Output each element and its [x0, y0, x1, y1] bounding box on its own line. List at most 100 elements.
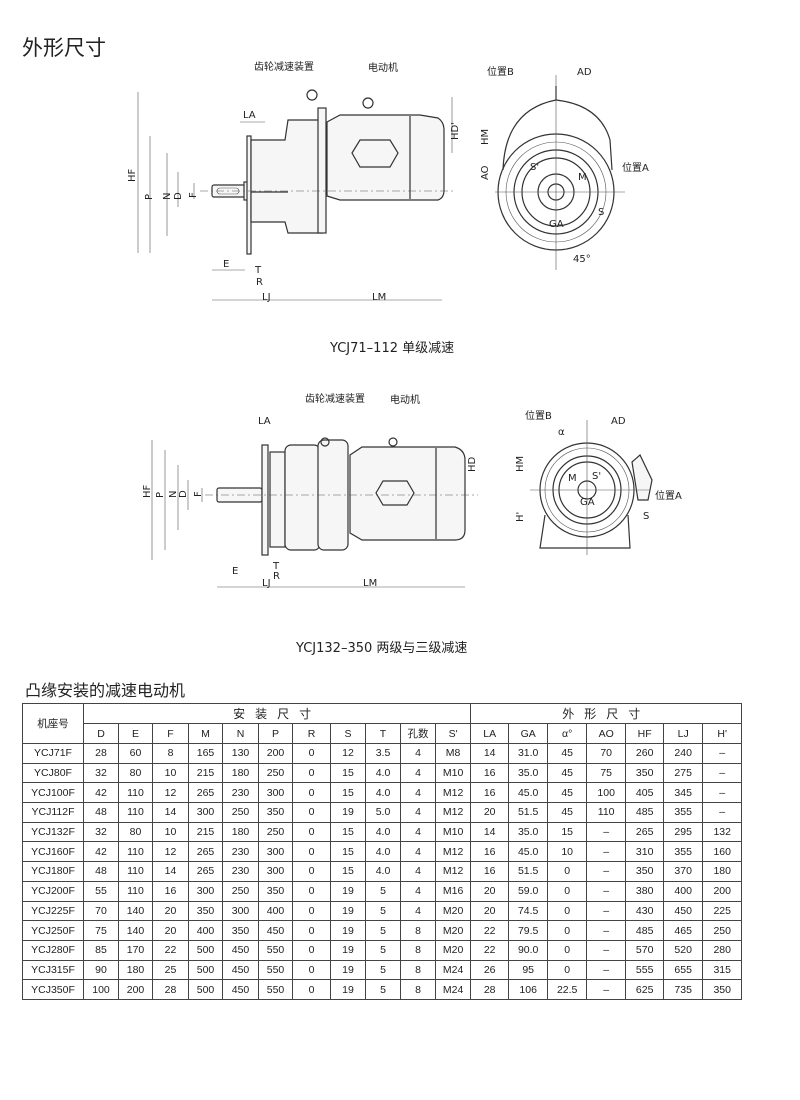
value-cell: 180 — [222, 821, 259, 843]
dim-M-2: M — [568, 473, 577, 484]
value-cell: 28 — [152, 979, 189, 1000]
column-header: T — [365, 723, 401, 744]
value-cell: 200 — [702, 880, 743, 902]
column-header: F — [152, 723, 189, 744]
frame-cell: YCJ250F — [22, 920, 84, 941]
dim-S: S — [598, 207, 604, 218]
dim-HF-2: HF — [142, 484, 153, 498]
value-cell: 8 — [400, 920, 436, 941]
value-cell: 8 — [400, 979, 436, 1000]
value-cell: M24 — [434, 979, 472, 1000]
pos-b-label-2: 位置B — [525, 409, 552, 422]
value-cell: 300 — [188, 880, 223, 902]
value-cell: 4 — [400, 802, 436, 823]
value-cell: 28 — [83, 743, 119, 764]
value-cell: 450 — [663, 900, 704, 922]
value-cell: 300 — [258, 841, 293, 863]
value-cell: 0 — [292, 900, 331, 922]
value-cell: 12 — [330, 743, 366, 764]
value-cell: 22 — [470, 939, 510, 961]
value-cell: 106 — [508, 979, 549, 1000]
dim-HD: HD' — [450, 122, 461, 140]
dim-H-prime: H' — [515, 512, 526, 522]
value-cell: 8 — [400, 959, 436, 981]
value-cell: 265 — [188, 782, 223, 804]
value-cell: 16 — [470, 762, 510, 784]
value-cell: 42 — [83, 782, 119, 804]
value-cell: – — [586, 900, 627, 922]
value-cell: – — [586, 821, 627, 843]
column-header: GA — [508, 723, 549, 744]
value-cell: 90.0 — [508, 939, 549, 961]
value-cell: 55 — [83, 880, 119, 902]
dim-F: F — [188, 192, 199, 198]
value-cell: 625 — [625, 979, 665, 1000]
value-cell: 500 — [188, 979, 223, 1000]
value-cell: 20 — [470, 802, 510, 823]
value-cell: 79.5 — [508, 920, 549, 941]
value-cell: 5 — [365, 880, 401, 902]
value-cell: 0 — [292, 880, 331, 902]
value-cell: 4 — [400, 782, 436, 804]
value-cell: 75 — [586, 762, 627, 784]
value-cell: – — [586, 841, 627, 863]
angle-45: 45° — [573, 254, 591, 265]
install-dimensions-header: 安装尺寸 — [82, 703, 472, 724]
value-cell: 100 — [586, 782, 627, 804]
value-cell: 0 — [547, 900, 588, 922]
value-cell: 350 — [625, 762, 665, 784]
value-cell: 19 — [330, 959, 366, 981]
drawing2-side-view — [151, 437, 478, 588]
dim-M: M — [578, 172, 587, 183]
value-cell: 4.0 — [365, 782, 401, 804]
value-cell: 0 — [547, 861, 588, 882]
value-cell: 265 — [188, 841, 223, 863]
drawing1-side-view — [137, 89, 455, 301]
value-cell: 165 — [188, 743, 223, 764]
value-cell: 230 — [222, 841, 259, 863]
value-cell: 180 — [702, 861, 743, 882]
value-cell: 350 — [222, 920, 259, 941]
value-cell: 80 — [118, 762, 153, 784]
value-cell: 10 — [547, 841, 588, 863]
value-cell: – — [586, 861, 627, 882]
value-cell: 250 — [258, 821, 293, 843]
value-cell: M20 — [434, 939, 472, 961]
value-cell: 300 — [222, 900, 259, 922]
value-cell: 4.0 — [365, 841, 401, 863]
column-header: AO — [586, 723, 627, 744]
value-cell: M12 — [434, 861, 472, 882]
value-cell: 90 — [83, 959, 119, 981]
frame-cell: YCJ280F — [22, 939, 84, 961]
frame-cell: YCJ200F — [22, 880, 84, 902]
value-cell: 20 — [470, 900, 510, 922]
value-cell: 14 — [470, 821, 510, 843]
value-cell: 35.0 — [508, 821, 549, 843]
column-header: N — [222, 723, 259, 744]
value-cell: 4 — [400, 743, 436, 764]
value-cell: 0 — [292, 743, 331, 764]
value-cell: – — [586, 920, 627, 941]
value-cell: 22 — [152, 939, 189, 961]
value-cell: 5 — [365, 959, 401, 981]
value-cell: 355 — [663, 802, 704, 823]
value-cell: 16 — [152, 880, 189, 902]
value-cell: 110 — [118, 861, 153, 882]
value-cell: 4 — [400, 861, 436, 882]
value-cell: 0 — [292, 959, 331, 981]
dim-LJ: LJ — [262, 292, 271, 303]
value-cell: 51.5 — [508, 861, 549, 882]
value-cell: – — [586, 939, 627, 961]
value-cell: 200 — [258, 743, 293, 764]
value-cell: 345 — [663, 782, 704, 804]
value-cell: 0 — [292, 841, 331, 863]
value-cell: – — [702, 802, 743, 823]
